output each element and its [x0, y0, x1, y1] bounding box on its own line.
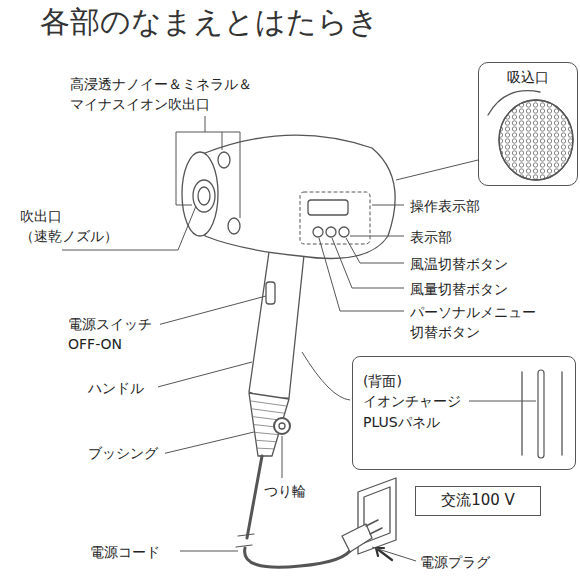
part-label: ブッシング: [88, 443, 165, 463]
plug-prongs: [366, 520, 382, 534]
dryer-body: [205, 135, 395, 258]
operation-display: [308, 200, 348, 215]
node-text: 交流100 V: [424, 490, 532, 512]
part-label: 風温切替ボタン: [410, 254, 522, 274]
part-label: 電源スイッチ OFF-ON: [68, 314, 160, 355]
intake-edge: [488, 91, 540, 115]
bushing-ridge: [250, 401, 287, 406]
node-text: 吸込口: [483, 67, 573, 87]
nozzle-inner: [198, 187, 210, 205]
ion-outlet: [218, 152, 230, 168]
back-panel-inset: (背面) イオンチャージ PLUSパネル: [352, 356, 576, 470]
airflow-button: [326, 227, 336, 237]
part-label: 表示部: [410, 227, 466, 247]
part-label: 風量切替ボタン: [410, 279, 522, 299]
intake-mesh: [499, 100, 573, 180]
part-label: ハンドル: [88, 378, 158, 398]
quick-dry-nozzle: [193, 180, 215, 212]
part-label: 操作表示部: [410, 196, 494, 216]
handle: [249, 245, 304, 398]
part-label: 電源プラグ: [420, 552, 497, 572]
title: 各部のなまえとはたらき: [40, 4, 379, 40]
power-switch: [266, 282, 275, 304]
personal-button: [339, 227, 349, 237]
voltage-box: 交流100 V: [415, 486, 541, 516]
part-label: 吹出口 （速乾ノズル）: [20, 206, 125, 247]
part-label: 高浸透ナノイー＆ミネラル＆ マイナスイオン吹出口: [70, 74, 260, 115]
bushing-ridge: [256, 440, 277, 442]
node-text: (背面) イオンチャージ PLUSパネル: [363, 371, 469, 432]
insert-arrow: [376, 548, 392, 560]
panel-strip: [561, 372, 562, 455]
temp-button: [313, 227, 323, 237]
hanging-ring-hole: [279, 423, 285, 429]
bushing-ridge: [251, 409, 285, 414]
power-cord: [247, 456, 262, 538]
part-label: 電源コード: [90, 542, 167, 562]
ion-outlet: [228, 218, 240, 234]
power-plug: [342, 524, 372, 552]
bushing: [249, 393, 289, 456]
panel-strip: [521, 372, 522, 455]
bushing-ridge: [255, 432, 279, 434]
ion-charge-panel: [538, 370, 544, 458]
hanging-ring: [274, 418, 290, 434]
nozzle: [182, 152, 218, 236]
cord-break: [236, 534, 254, 547]
intake-inset: 吸込口: [478, 62, 578, 186]
part-label: パーソナルメニュー 切替ボタン: [410, 302, 550, 343]
bushing-ridge: [257, 448, 274, 450]
intake-rim: [499, 100, 573, 180]
part-label: つり輪: [264, 481, 320, 501]
power-cord: [245, 548, 352, 567]
